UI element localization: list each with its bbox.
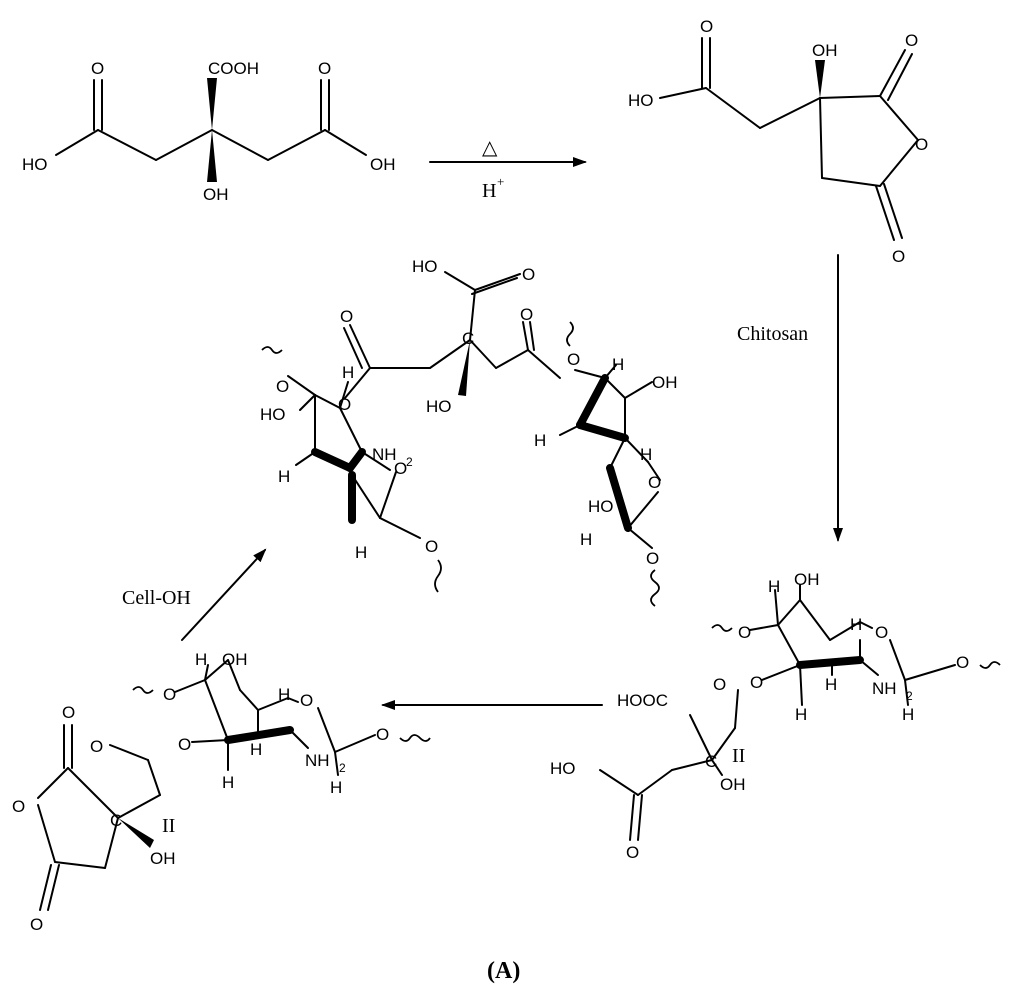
hydroxyl-label: HO (588, 497, 614, 516)
hydroxyl-label: OH (794, 570, 820, 589)
oxygen-label: O (713, 675, 726, 694)
hydroxyl-label: HO (426, 397, 452, 416)
oxygen-label: O (738, 623, 751, 642)
crosslinked-chitosan-structure: HO O O O C HO O H O HO NH 2 H O H O (260, 257, 678, 607)
oxygen-label: O (30, 915, 43, 934)
hydrogen-label: H (580, 530, 592, 549)
hydrogen-label: H (902, 705, 914, 724)
hydroxyl-label: OH (222, 650, 248, 669)
reaction-arrow-dehydration: △ H + (429, 137, 587, 202)
oxygen-label: O (700, 17, 713, 36)
oxygen-label: O (318, 59, 331, 78)
hydroxyl-label: OH (812, 41, 838, 60)
amine-label: NH (372, 445, 397, 464)
oxygen-label: O (376, 725, 389, 744)
wedge-bond (207, 78, 217, 130)
hydrogen-label: H (768, 577, 780, 596)
oxygen-label: O (522, 265, 535, 284)
carboxyl-label: HOOC (617, 691, 668, 710)
hydrogen-label: H (640, 445, 652, 464)
oxygen-label: O (915, 135, 928, 154)
chitosan-citric-anhydride-structure: OH H O H O O O H H NH 2 H O O O C II OH … (12, 650, 431, 934)
hydroxyl-label: HO (628, 91, 654, 110)
oxygen-label: O (626, 843, 639, 862)
oxygen-label: O (338, 395, 351, 414)
oxygen-label: O (956, 653, 969, 672)
hydroxyl-label: OH (370, 155, 396, 174)
hydrogen-label: H (330, 778, 342, 797)
oxygen-label: O (300, 691, 313, 710)
oxygen-label: O (750, 673, 763, 692)
oxygen-label: O (905, 31, 918, 50)
wedge-bond (118, 818, 154, 848)
oxygen-label: O (62, 703, 75, 722)
oxygen-label: O (875, 623, 888, 642)
central-carbon-label: C (705, 752, 717, 771)
catalyst-label: H (482, 180, 496, 202)
oxygen-label: O (892, 247, 905, 266)
catalyst-charge: + (497, 174, 504, 189)
amine-label: NH (872, 679, 897, 698)
amine-label: NH (305, 751, 330, 770)
wedge-bond (815, 60, 825, 98)
oxygen-label: O (425, 537, 438, 556)
hydrogen-label: H (278, 467, 290, 486)
hydrogen-label: H (795, 705, 807, 724)
chitosan-citrate-ester-structure: OH O H H O O O H H NH 2 H O HOOC C II OH… (550, 570, 1001, 862)
wedge-bond (207, 130, 217, 182)
citric-anhydride-structure: HO O OH O O O (628, 17, 928, 266)
stereo-label: II (732, 745, 745, 767)
hydroxyl-label: HO (22, 155, 48, 174)
citric-acid-structure: COOH O O HO OH OH (22, 59, 396, 204)
hydroxyl-label: HO (260, 405, 286, 424)
oxygen-label: O (394, 459, 407, 478)
amine-subscript: 2 (406, 455, 413, 469)
hydrogen-label: H (195, 650, 207, 669)
wedge-bond (458, 340, 470, 396)
oxygen-label: O (648, 473, 661, 492)
hydroxyl-label: OH (203, 185, 229, 204)
hydrogen-label: H (342, 363, 354, 382)
stereo-label: II (162, 815, 175, 837)
cooh-label: COOH (208, 59, 259, 78)
amine-subscript: 2 (339, 761, 346, 775)
hydrogen-label: H (612, 355, 624, 374)
hydrogen-label: H (825, 675, 837, 694)
hydrogen-label: H (250, 740, 262, 759)
hydroxyl-label: OH (652, 373, 678, 392)
heat-symbol: △ (482, 137, 498, 159)
oxygen-label: O (646, 549, 659, 568)
oxygen-label: O (567, 350, 580, 369)
central-carbon-label: C (110, 811, 122, 830)
hydrogen-label: H (850, 615, 862, 634)
hydrogen-label: H (222, 773, 234, 792)
panel-label: (A) (487, 958, 520, 984)
oxygen-label: O (90, 737, 103, 756)
oxygen-label: O (520, 305, 533, 324)
hydroxyl-label: OH (720, 775, 746, 794)
hydroxyl-label: HO (550, 759, 576, 778)
hydroxyl-label: OH (150, 849, 176, 868)
reagent-label: Chitosan (737, 323, 808, 345)
oxygen-label: O (163, 685, 176, 704)
reaction-arrow-cellulose: Cell-OH (122, 548, 267, 641)
reagent-label: Cell-OH (122, 587, 191, 609)
hydrogen-label: H (534, 431, 546, 450)
amine-subscript: 2 (906, 689, 913, 703)
oxygen-label: O (178, 735, 191, 754)
oxygen-label: O (12, 797, 25, 816)
hydrogen-label: H (278, 685, 290, 704)
oxygen-label: O (276, 377, 289, 396)
hydrogen-label: H (355, 543, 367, 562)
oxygen-label: O (91, 59, 104, 78)
hydroxyl-label: HO (412, 257, 438, 276)
reaction-arrow-chitosan: Chitosan (737, 254, 843, 542)
central-carbon-label: C (462, 329, 474, 348)
oxygen-label: O (340, 307, 353, 326)
